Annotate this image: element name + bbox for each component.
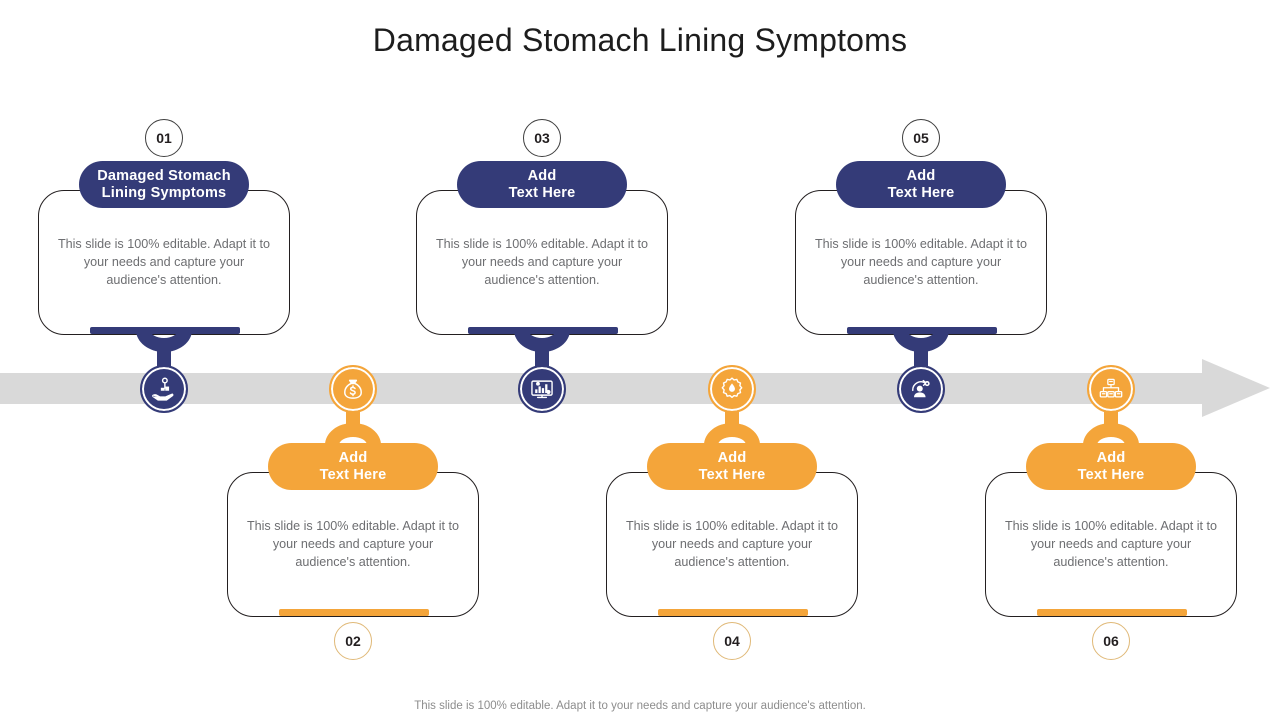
card-accent-bar [1037, 609, 1187, 616]
step-card-02[interactable]: This slide is 100% editable. Adapt it to… [227, 472, 479, 617]
user-settings-icon[interactable] [897, 364, 945, 413]
step-card-03[interactable]: This slide is 100% editable. Adapt it to… [416, 190, 668, 335]
step-heading-line2: Text Here [887, 184, 955, 201]
step-number-badge-04: 04 [713, 622, 751, 660]
connector-stem [1104, 410, 1118, 425]
timeline-arrowhead-icon [1202, 359, 1270, 417]
step-body-text: This slide is 100% editable. Adapt it to… [435, 237, 649, 287]
connector-stem [535, 348, 549, 369]
step-body-text: This slide is 100% editable. Adapt it to… [1004, 519, 1218, 569]
step-heading-line1: Add [717, 449, 747, 466]
step-card-04[interactable]: This slide is 100% editable. Adapt it to… [606, 472, 858, 617]
step-heading-line2: Lining Symptoms [101, 184, 227, 201]
card-accent-bar [279, 609, 429, 616]
card-accent-bar [658, 609, 808, 616]
step-heading-line2: Text Here [319, 466, 387, 483]
connector-stem [157, 348, 171, 369]
footer-note: This slide is 100% editable. Adapt it to… [414, 700, 866, 712]
connector-stem [914, 348, 928, 369]
step-number-badge-05: 05 [902, 119, 940, 157]
step-heading-line1: Add [906, 167, 936, 184]
connector-flare [704, 423, 760, 445]
money-bag-icon[interactable] [329, 364, 377, 413]
connector-stem [346, 410, 360, 425]
step-heading-line1: Damaged Stomach [97, 167, 231, 184]
step-heading-line1: Add [527, 167, 557, 184]
page-title: Damaged Stomach Lining Symptoms [372, 22, 908, 58]
connector-flare [1083, 423, 1139, 445]
step-card-01[interactable]: This slide is 100% editable. Adapt it to… [38, 190, 290, 335]
step-body-text: This slide is 100% editable. Adapt it to… [246, 519, 460, 569]
step-body-text: This slide is 100% editable. Adapt it to… [625, 519, 839, 569]
bar-chart-icon[interactable] [518, 364, 566, 413]
step-heading-line2: Text Here [698, 466, 766, 483]
hand-holding-plant-icon[interactable] [140, 364, 188, 413]
connector-flare [325, 423, 381, 445]
step-heading-line1: Add [1096, 449, 1126, 466]
step-number-badge-06: 06 [1092, 622, 1130, 660]
connector-flare [136, 330, 192, 352]
org-chart-icon[interactable] [1087, 364, 1135, 413]
step-number-badge-03: 03 [523, 119, 561, 157]
step-number-badge-01: 01 [145, 119, 183, 157]
step-number-badge-02: 02 [334, 622, 372, 660]
step-card-05[interactable]: This slide is 100% editable. Adapt it to… [795, 190, 1047, 335]
gear-alert-icon[interactable] [708, 364, 756, 413]
step-card-06[interactable]: This slide is 100% editable. Adapt it to… [985, 472, 1237, 617]
connector-stem [725, 410, 739, 425]
step-body-text: This slide is 100% editable. Adapt it to… [57, 237, 271, 287]
step-heading-line2: Text Here [508, 184, 576, 201]
connector-flare [893, 330, 949, 352]
step-heading-line2: Text Here [1077, 466, 1145, 483]
timeline-bar [0, 373, 1205, 404]
step-body-text: This slide is 100% editable. Adapt it to… [814, 237, 1028, 287]
step-heading-line1: Add [338, 449, 368, 466]
connector-flare [514, 330, 570, 352]
timeline-arrow [0, 359, 1280, 417]
